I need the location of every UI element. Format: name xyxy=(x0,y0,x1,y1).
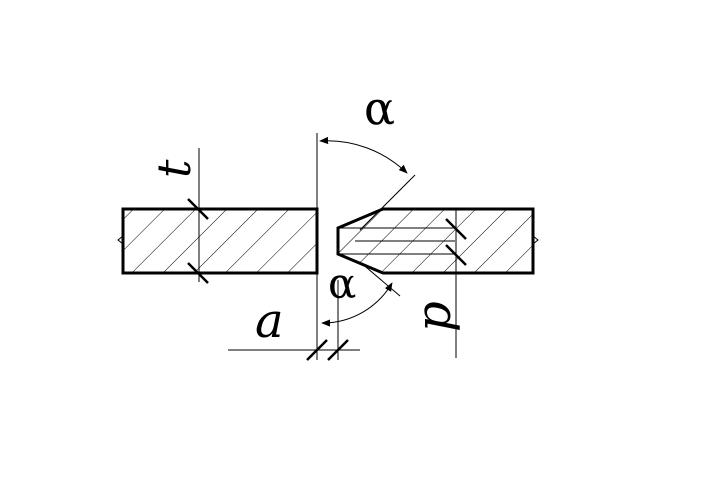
alpha-top-label: α xyxy=(364,81,395,135)
top-angle-arc xyxy=(319,136,416,231)
right-plate xyxy=(336,207,539,275)
left-plate xyxy=(117,207,319,275)
p-ticks xyxy=(445,218,467,266)
thickness-ticks xyxy=(187,198,209,284)
p-label: p xyxy=(406,301,462,332)
t-label: t xyxy=(147,159,201,178)
alpha-bottom-label: α xyxy=(328,259,356,308)
gap-dimension xyxy=(228,339,360,361)
a-label: a xyxy=(255,293,284,349)
bottom-angle-arc xyxy=(321,261,401,327)
